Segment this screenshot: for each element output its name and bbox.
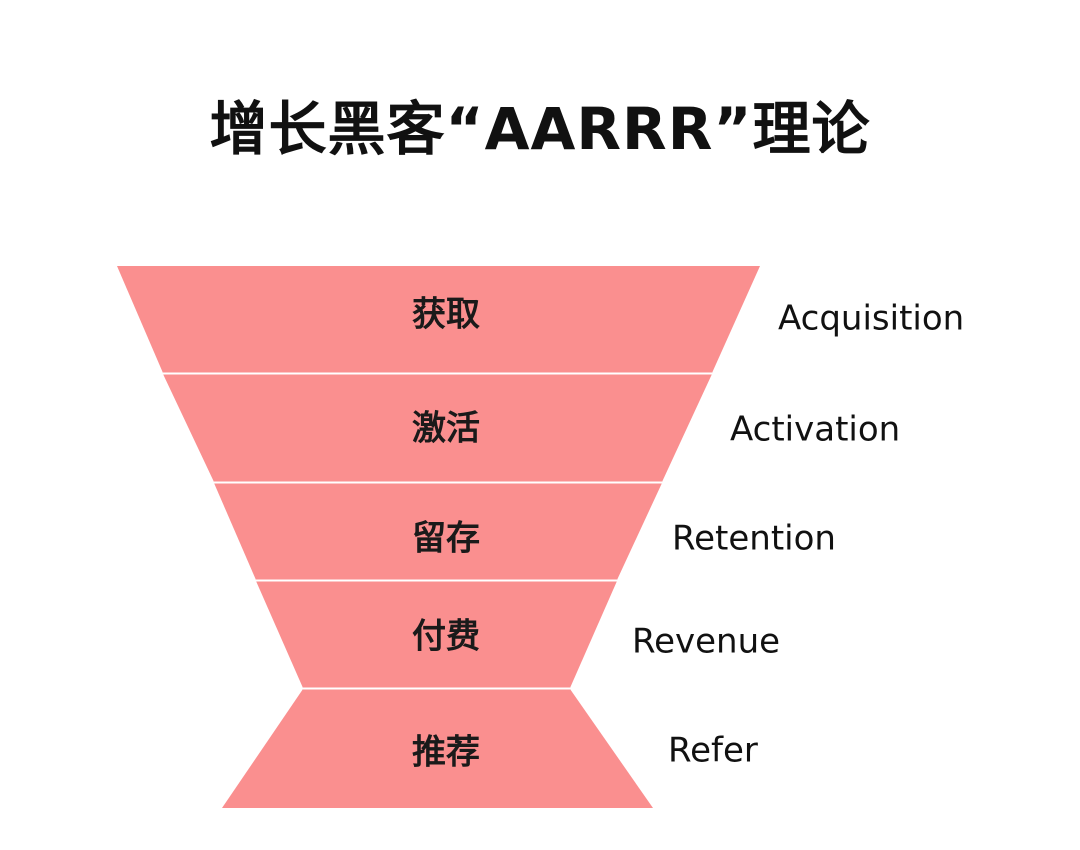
funnel-labels: 获取 Acquisition 激活 Activation 留存 Retention 付费 Re… — [412, 295, 964, 773]
stage-label-cn: 推荐 — [412, 733, 480, 773]
stage-label-cn: 付费 — [412, 617, 480, 657]
diagram-title: 增长黑客“AARRR”理论 — [209, 95, 871, 163]
stage-label-en: Retention — [672, 519, 836, 559]
stage-label-cn: 激活 — [412, 409, 480, 449]
stage-label-en: Acquisition — [778, 299, 964, 339]
funnel-dividers — [163, 372, 712, 690]
funnel-band-3 — [214, 483, 662, 580]
stage-label-cn: 获取 — [412, 295, 480, 335]
stage-label-en: Refer — [668, 731, 758, 771]
stage-label-en: Activation — [730, 410, 900, 450]
stage-label-en: Revenue — [632, 622, 780, 662]
funnel-bands — [117, 266, 760, 808]
funnel-band-1 — [117, 266, 760, 373]
funnel-band-5 — [222, 689, 653, 808]
funnel-band-4 — [256, 581, 617, 688]
funnel-band-2 — [163, 374, 712, 482]
stage-label-cn: 留存 — [412, 519, 480, 559]
